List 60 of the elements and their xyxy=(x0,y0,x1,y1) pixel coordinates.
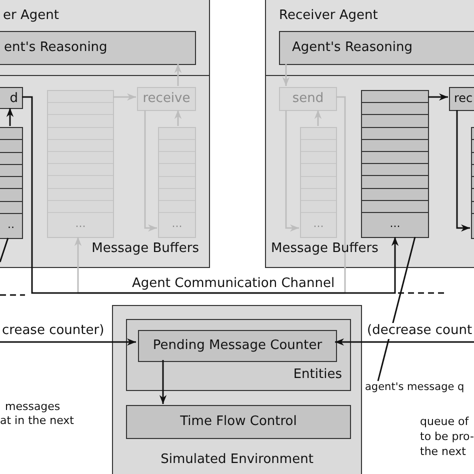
panel-label: Simulated Environment xyxy=(160,452,314,468)
arrow xyxy=(428,93,448,101)
panel-label: Entities xyxy=(293,367,342,383)
panel-label: Message Buffers xyxy=(271,241,378,257)
panel-label: Message Buffers xyxy=(92,241,199,257)
box-label: send xyxy=(291,91,325,107)
send-box xyxy=(0,87,23,109)
message-queue xyxy=(361,90,429,238)
arrow xyxy=(456,110,470,232)
arrow xyxy=(0,338,136,346)
arrow xyxy=(6,108,14,126)
annotation-text: agent's message q xyxy=(365,381,474,397)
box-label: Agent's Reasoning xyxy=(292,40,412,56)
edge-label: (decrease count xyxy=(365,323,474,339)
leader-line xyxy=(0,238,9,262)
arrow xyxy=(335,338,474,346)
ellipsis-text: .. xyxy=(6,218,16,231)
panel-title: Receiver Agent xyxy=(279,8,378,24)
note-text: queue of xyxy=(420,415,469,428)
leader-line xyxy=(377,236,416,382)
agent-panel xyxy=(265,0,474,268)
arrow xyxy=(174,64,182,86)
note-text: to be pro- xyxy=(420,430,474,444)
ellipsis-text: ... xyxy=(170,216,184,230)
message-queue xyxy=(0,127,23,239)
arrow xyxy=(314,110,322,126)
message-queue xyxy=(158,127,196,238)
note-text: the next xyxy=(420,445,466,458)
box-label: d xyxy=(10,91,18,107)
arrow xyxy=(282,64,290,86)
reasoning-box xyxy=(279,31,474,65)
arrow xyxy=(174,110,182,126)
arrow xyxy=(285,110,299,232)
ellipsis-text: ... xyxy=(74,216,87,230)
environment-panel xyxy=(112,305,362,474)
message-queue xyxy=(300,127,337,238)
box-label: rec xyxy=(454,91,473,106)
reasoning-box xyxy=(0,31,196,65)
process-box xyxy=(126,405,351,439)
box-label: Time Flow Control xyxy=(179,414,298,430)
ellipsis-text: ... xyxy=(388,216,402,230)
edge-label: crease counter) xyxy=(0,323,106,339)
box-label: receive xyxy=(142,91,192,107)
box-label: Pending Message Counter xyxy=(152,338,324,354)
process-box xyxy=(279,87,337,111)
agent-panel xyxy=(0,0,210,268)
process-box xyxy=(138,330,337,362)
process-box xyxy=(137,87,196,111)
panel-title: er Agent xyxy=(3,8,59,24)
arrow xyxy=(144,110,157,232)
box-label: ent's Reasoning xyxy=(4,40,108,56)
note-text: at in the next xyxy=(0,414,74,428)
entities-panel xyxy=(126,319,351,391)
arrow xyxy=(22,96,399,294)
arrow xyxy=(113,93,136,101)
message-queue xyxy=(47,90,114,238)
arrow xyxy=(159,360,167,404)
ellipsis-text: ... xyxy=(312,216,325,230)
receive-box xyxy=(449,87,474,111)
note-text: messages xyxy=(5,400,60,414)
